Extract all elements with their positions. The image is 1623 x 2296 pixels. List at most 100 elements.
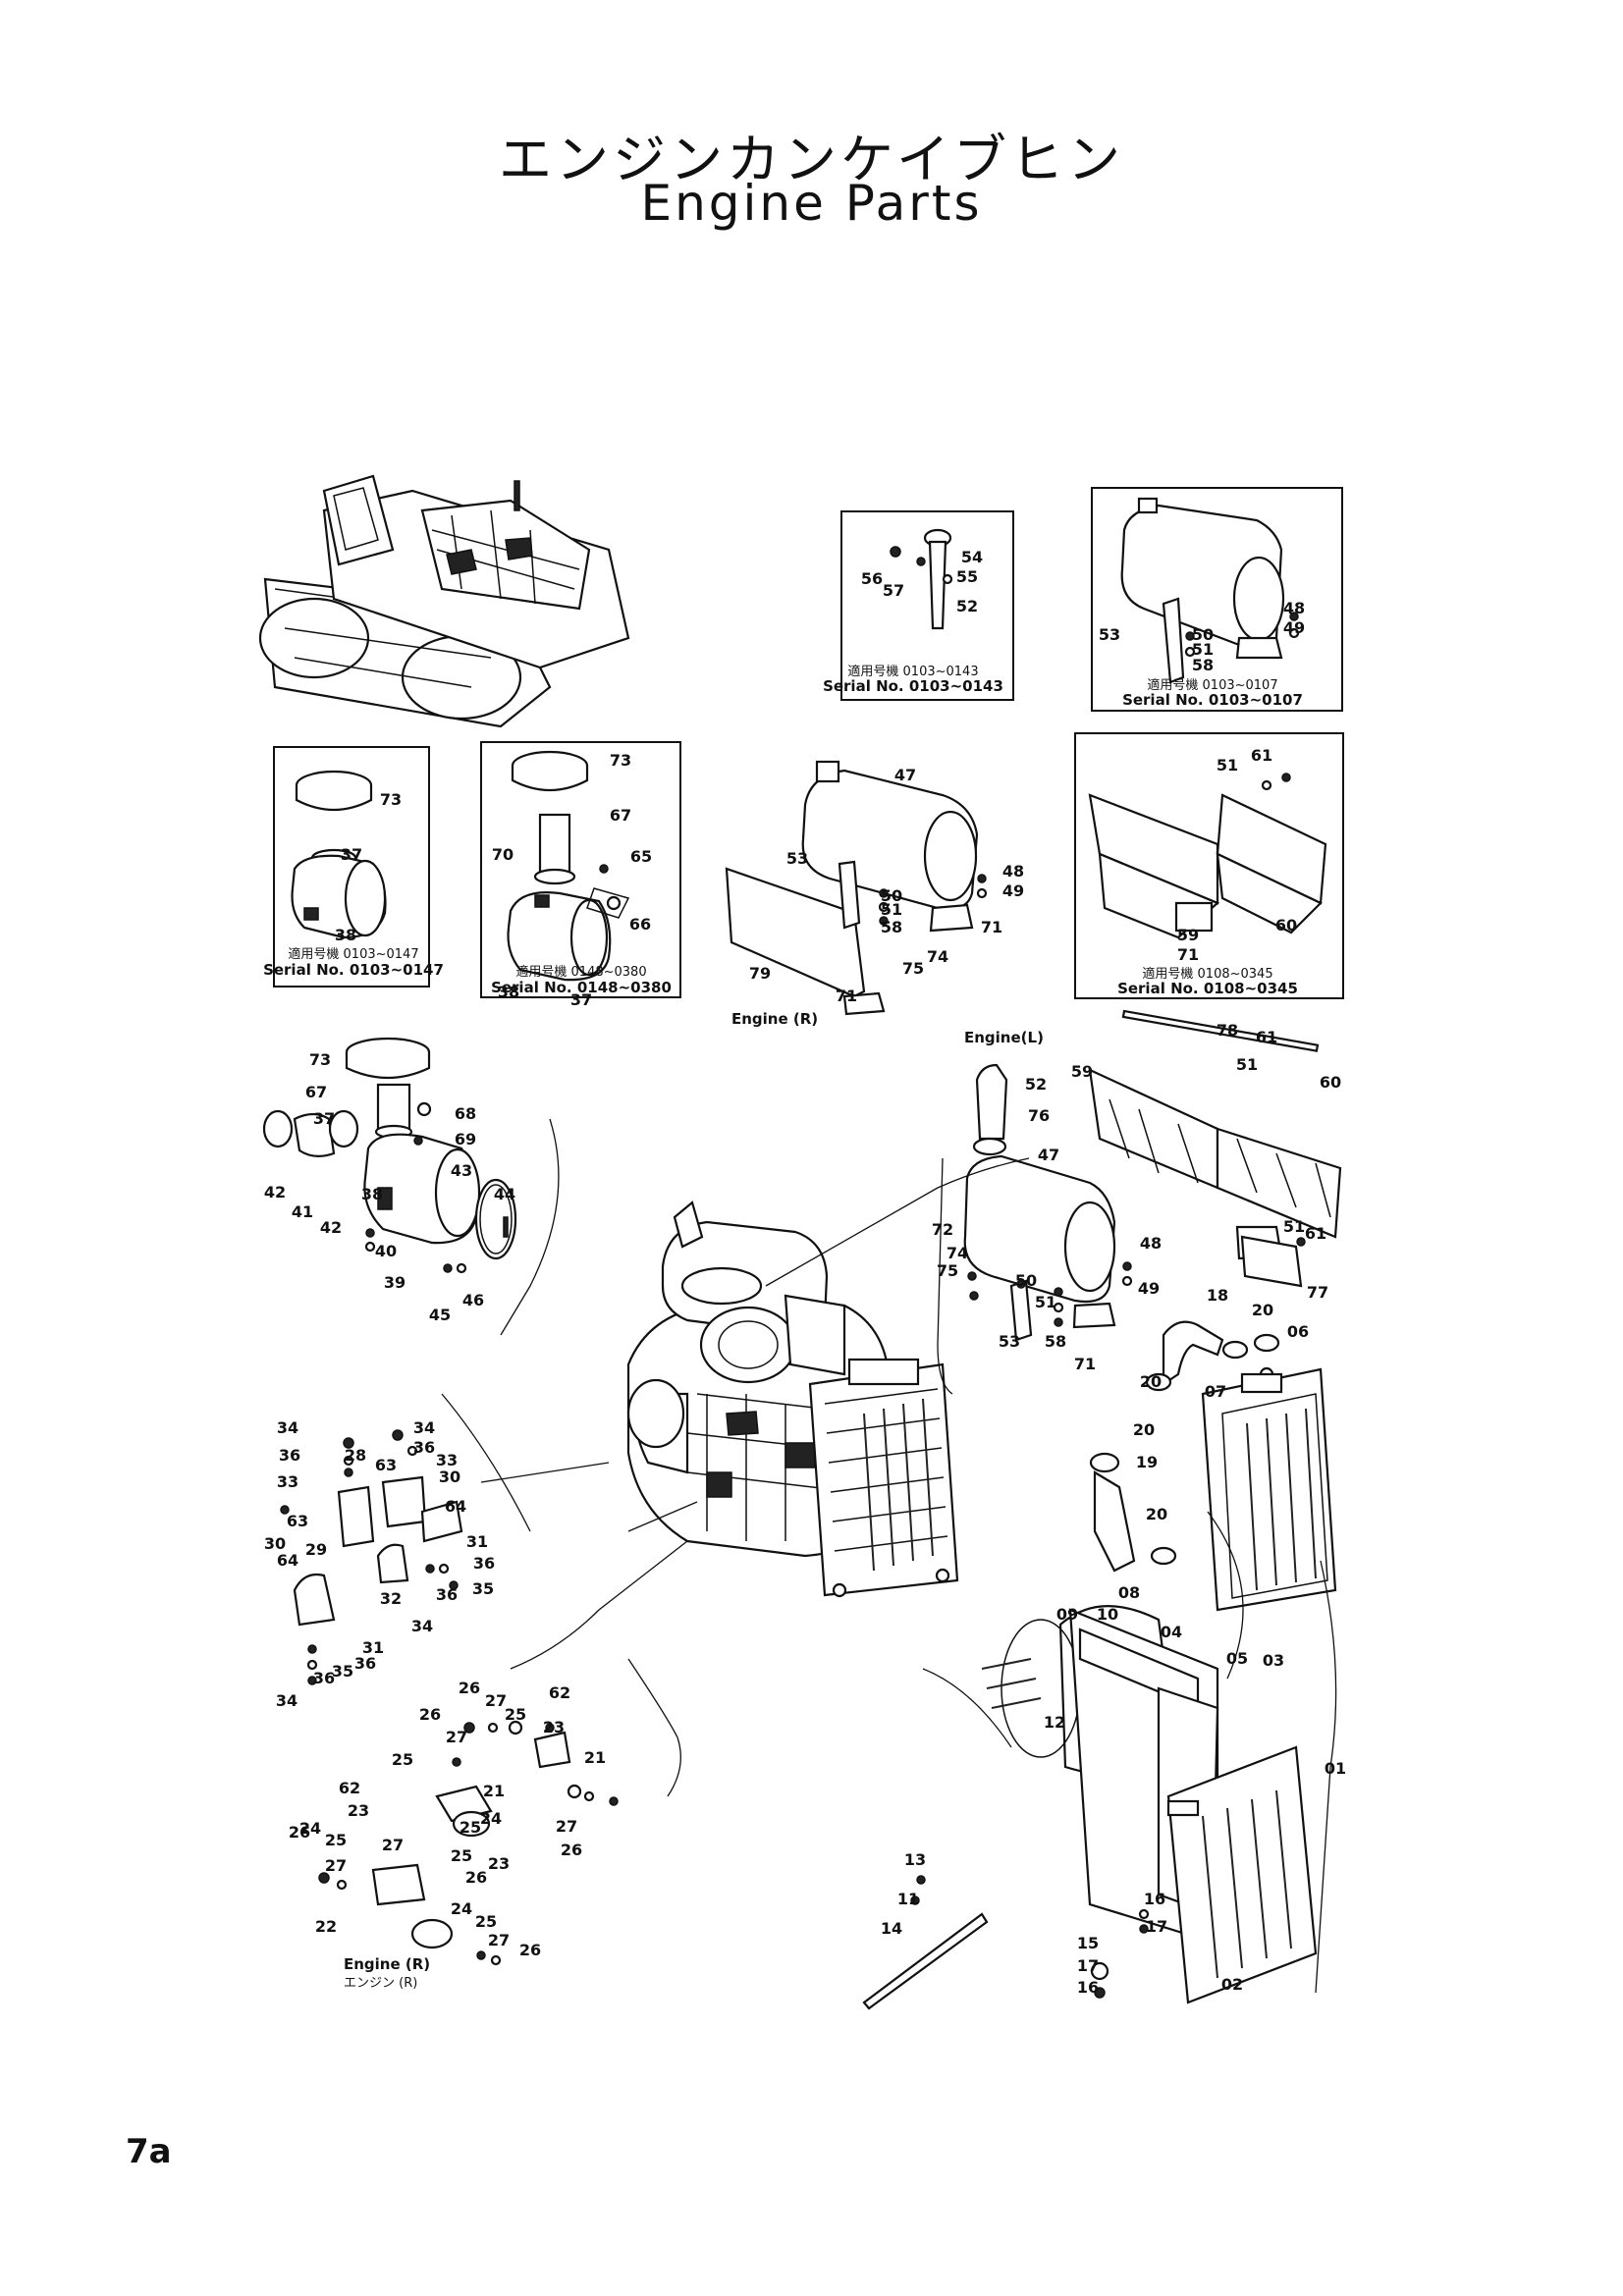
part-callout-27: 27 bbox=[446, 1728, 467, 1746]
part-callout-47: 47 bbox=[894, 766, 916, 784]
part-callout-25: 25 bbox=[475, 1912, 497, 1931]
part-callout-25: 25 bbox=[451, 1846, 472, 1865]
part-callout-58: 58 bbox=[1192, 656, 1214, 674]
part-callout-25: 25 bbox=[392, 1750, 413, 1769]
part-callout-58: 58 bbox=[1045, 1332, 1066, 1351]
part-callout-20: 20 bbox=[1133, 1420, 1155, 1439]
inset-d-serial-label: 適用号機 0148~0380 Serial No. 0148~0380 bbox=[491, 964, 672, 996]
engine-l-muffler-group bbox=[765, 1009, 1342, 1573]
part-callout-37: 37 bbox=[313, 1109, 335, 1128]
part-callout-25: 25 bbox=[325, 1831, 347, 1849]
part-callout-35: 35 bbox=[472, 1579, 494, 1598]
part-callout-74: 74 bbox=[927, 947, 948, 966]
part-callout-49: 49 bbox=[1283, 618, 1305, 637]
part-callout-06: 06 bbox=[1287, 1322, 1309, 1341]
part-callout-48: 48 bbox=[1140, 1234, 1162, 1253]
part-callout-73: 73 bbox=[380, 790, 402, 809]
part-callout-36: 36 bbox=[413, 1438, 435, 1457]
part-callout-40: 40 bbox=[375, 1242, 397, 1260]
part-callout-42: 42 bbox=[264, 1183, 286, 1201]
part-callout-32: 32 bbox=[380, 1589, 402, 1608]
part-callout-12: 12 bbox=[1044, 1713, 1065, 1732]
part-callout-38: 38 bbox=[498, 983, 519, 1001]
part-callout-09: 09 bbox=[1056, 1605, 1078, 1624]
part-callout-50: 50 bbox=[1015, 1271, 1037, 1290]
part-callout-26: 26 bbox=[419, 1705, 441, 1724]
part-callout-63: 63 bbox=[375, 1456, 397, 1474]
part-callout-48: 48 bbox=[1283, 599, 1305, 617]
part-callout-51: 51 bbox=[881, 900, 902, 919]
part-callout-75: 75 bbox=[902, 959, 924, 978]
part-callout-17: 17 bbox=[1146, 1917, 1167, 1936]
part-callout-33: 33 bbox=[436, 1451, 458, 1469]
part-callout-13: 13 bbox=[904, 1850, 926, 1869]
part-callout-26: 26 bbox=[465, 1868, 487, 1887]
part-callout-17: 17 bbox=[1077, 1956, 1099, 1975]
part-callout-48: 48 bbox=[1002, 862, 1024, 881]
part-callout-27: 27 bbox=[485, 1691, 507, 1710]
part-callout-52: 52 bbox=[1025, 1075, 1047, 1094]
inset-d-air-cleaner bbox=[480, 741, 681, 998]
part-callout-79: 79 bbox=[749, 964, 771, 983]
part-callout-31: 31 bbox=[466, 1532, 488, 1551]
engine-mount-brackets bbox=[280, 1393, 610, 1685]
part-callout-51: 51 bbox=[1192, 640, 1214, 659]
inset-e-serial-label: 適用号機 0108~0345 Serial No. 0108~0345 bbox=[1117, 966, 1298, 997]
excavator-illustration bbox=[258, 474, 630, 728]
part-callout-31: 31 bbox=[362, 1638, 384, 1657]
part-callout-01: 01 bbox=[1325, 1759, 1346, 1778]
part-callout-37: 37 bbox=[570, 990, 592, 1009]
part-callout-52: 52 bbox=[956, 597, 978, 615]
part-callout-54: 54 bbox=[961, 548, 983, 566]
part-callout-64: 64 bbox=[277, 1551, 298, 1570]
part-callout-16: 16 bbox=[1077, 1978, 1099, 1997]
part-callout-53: 53 bbox=[999, 1332, 1020, 1351]
part-callout-75: 75 bbox=[937, 1261, 958, 1280]
part-callout-18: 18 bbox=[1207, 1286, 1228, 1305]
part-callout-61: 61 bbox=[1305, 1224, 1326, 1243]
part-callout-72: 72 bbox=[932, 1220, 953, 1239]
part-callout-24: 24 bbox=[451, 1899, 472, 1918]
part-callout-26: 26 bbox=[459, 1679, 480, 1697]
part-callout-10: 10 bbox=[1097, 1605, 1118, 1624]
part-callout-62: 62 bbox=[339, 1779, 360, 1797]
part-callout-63: 63 bbox=[287, 1512, 308, 1530]
part-callout-19: 19 bbox=[1136, 1453, 1158, 1471]
part-callout-27: 27 bbox=[556, 1817, 577, 1836]
part-callout-23: 23 bbox=[488, 1854, 510, 1873]
page-number: 7a bbox=[126, 2132, 172, 2171]
part-callout-45: 45 bbox=[429, 1306, 451, 1324]
part-callout-58: 58 bbox=[881, 918, 902, 936]
part-callout-51: 51 bbox=[1217, 756, 1238, 774]
part-callout-59: 59 bbox=[1177, 926, 1199, 944]
part-callout-21: 21 bbox=[584, 1748, 606, 1767]
part-callout-69: 69 bbox=[455, 1130, 476, 1148]
part-callout-30: 30 bbox=[439, 1468, 460, 1486]
part-callout-36: 36 bbox=[436, 1585, 458, 1604]
part-callout-42: 42 bbox=[320, 1218, 342, 1237]
inset-a-serial-en: Serial No. 0103~0143 bbox=[823, 677, 1003, 695]
part-callout-62: 62 bbox=[549, 1683, 570, 1702]
part-callout-05: 05 bbox=[1226, 1649, 1248, 1668]
part-callout-57: 57 bbox=[883, 581, 904, 600]
part-callout-24: 24 bbox=[480, 1809, 502, 1828]
caption-engine-r-mount-jp: エンジン (R) bbox=[344, 1976, 417, 1991]
inset-c-serial-jp: 適用号機 0103~0147 bbox=[288, 946, 418, 962]
inset-a-serial-label: 適用号機 0103~0143 Serial No. 0103~0143 bbox=[823, 664, 1003, 695]
part-callout-50: 50 bbox=[881, 886, 902, 905]
part-callout-24: 24 bbox=[299, 1819, 321, 1838]
part-callout-74: 74 bbox=[947, 1244, 968, 1262]
part-callout-77: 77 bbox=[1307, 1283, 1328, 1302]
part-callout-53: 53 bbox=[1099, 625, 1120, 644]
part-callout-70: 70 bbox=[492, 845, 514, 864]
part-callout-39: 39 bbox=[384, 1273, 406, 1292]
part-callout-34: 34 bbox=[413, 1418, 435, 1437]
inset-b-serial-label: 適用号機 0103~0107 Serial No. 0103~0107 bbox=[1122, 677, 1303, 709]
inset-a-serial-jp: 適用号機 0103~0143 bbox=[847, 664, 978, 679]
part-callout-23: 23 bbox=[348, 1801, 369, 1820]
part-callout-51: 51 bbox=[1035, 1293, 1056, 1311]
air-cleaner-exploded bbox=[262, 1037, 560, 1336]
inset-b-muffler bbox=[1091, 487, 1343, 712]
part-callout-68: 68 bbox=[455, 1104, 476, 1123]
